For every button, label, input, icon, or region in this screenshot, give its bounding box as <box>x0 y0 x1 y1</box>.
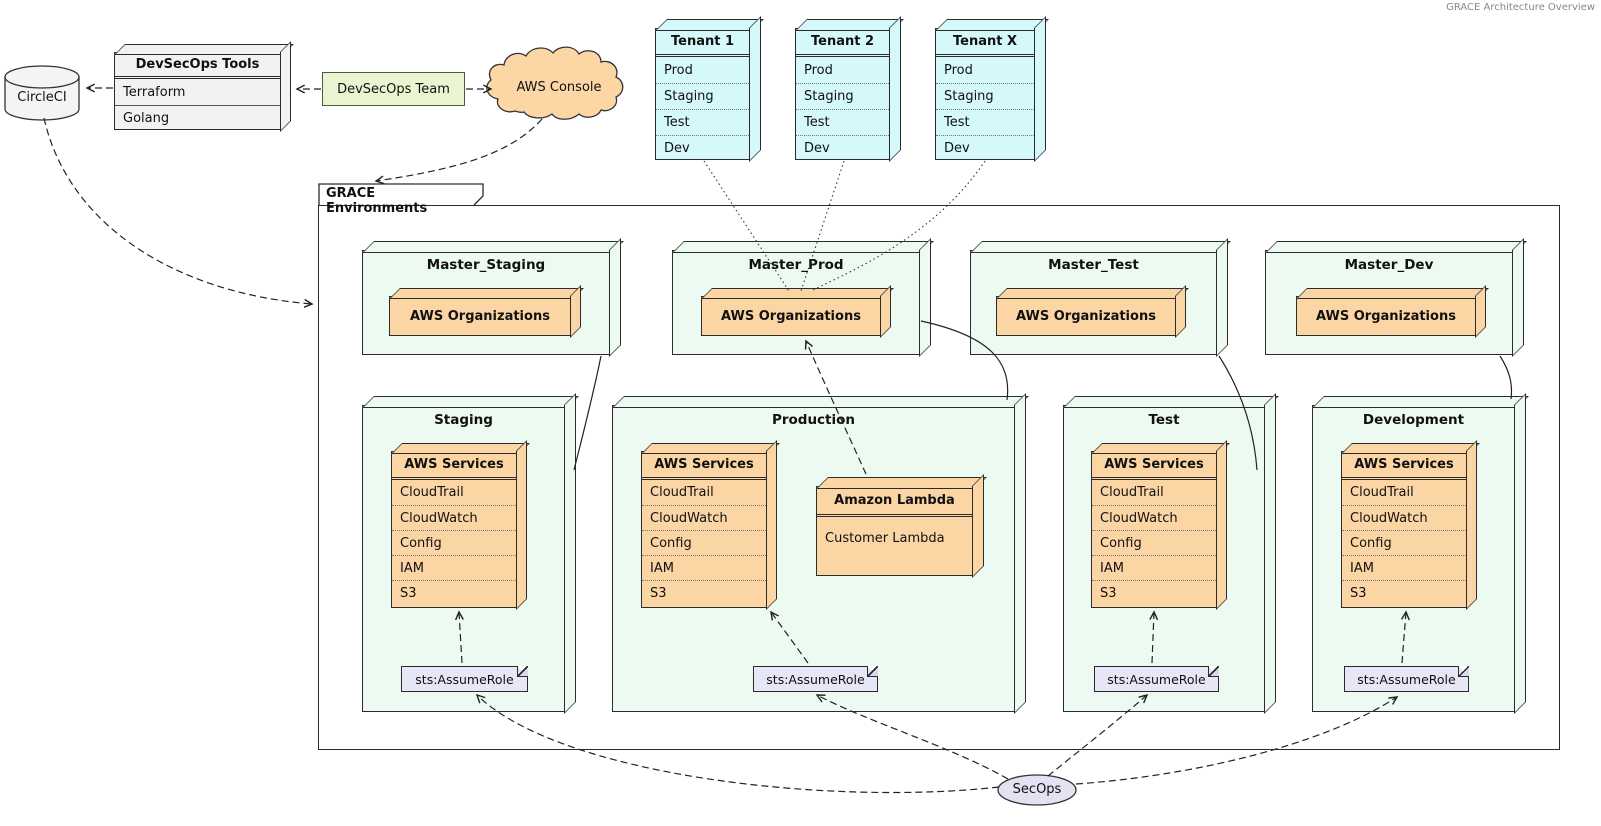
tenant-title: Tenant X <box>936 29 1034 57</box>
env-staging-node: Staging AWS Services CloudTrail CloudWat… <box>362 405 565 712</box>
env-title: Development <box>1362 412 1465 428</box>
aws-service-row: IAM <box>1342 555 1466 580</box>
aws-service-row: S3 <box>1342 580 1466 605</box>
aws-service-row: IAM <box>392 555 516 580</box>
assume-role-note: sts:AssumeRole <box>753 666 878 692</box>
master-title: Master_Dev <box>1344 257 1434 273</box>
aws-service-row: S3 <box>642 580 766 605</box>
assume-role-label: sts:AssumeRole <box>766 671 865 687</box>
tenant-title: Tenant 1 <box>656 29 749 57</box>
aws-service-row: CloudTrail <box>1100 485 1164 500</box>
devsecops-tools-row: Terraform <box>123 84 186 100</box>
env-title: Test <box>1148 412 1180 428</box>
env-title: Production <box>771 412 856 428</box>
master-test-node: Master_Test AWS Organizations <box>970 250 1217 355</box>
master-prod-node: Master_Prod AWS Organizations <box>672 250 920 355</box>
tenant-row: Test <box>936 109 1034 135</box>
aws-services-node: AWS Services CloudTrail CloudWatch Confi… <box>1341 451 1467 608</box>
aws-service-row: CloudTrail <box>1350 485 1414 500</box>
aws-services-title: AWS Services <box>642 452 766 480</box>
aws-service-row: Config <box>1092 530 1216 555</box>
aws-service-row: Config <box>642 530 766 555</box>
tenant-row: Test <box>656 109 749 135</box>
aws-organizations-node: AWS Organizations <box>389 296 571 336</box>
amazon-lambda-node: Amazon Lambda Customer Lambda <box>816 486 973 576</box>
aws-services-node: AWS Services CloudTrail CloudWatch Confi… <box>641 451 767 608</box>
amazon-lambda-row: Customer Lambda <box>825 530 945 546</box>
tenant-row: Prod <box>664 62 693 78</box>
assume-role-note: sts:AssumeRole <box>401 666 528 692</box>
master-staging-node: Master_Staging AWS Organizations <box>362 250 610 355</box>
devsecops-tools-node: DevSecOps Tools Terraform Golang <box>114 52 281 130</box>
aws-service-row: CloudWatch <box>392 505 516 530</box>
tenant-row: Dev <box>656 135 749 161</box>
aws-organizations-label: AWS Organizations <box>410 308 550 324</box>
aws-services-title: AWS Services <box>392 452 516 480</box>
secops-label: SecOps <box>1012 782 1062 797</box>
aws-organizations-node: AWS Organizations <box>701 296 881 336</box>
master-dev-node: Master_Dev AWS Organizations <box>1265 250 1513 355</box>
arrow-console-to-frame <box>374 118 543 185</box>
aws-services-node: AWS Services CloudTrail CloudWatch Confi… <box>1091 451 1217 608</box>
page-title: GRACE Architecture Overview <box>1446 2 1595 13</box>
assume-role-note: sts:AssumeRole <box>1344 666 1469 692</box>
aws-organizations-label: AWS Organizations <box>721 308 861 324</box>
tenant-row: Staging <box>656 83 749 109</box>
circleci-label: CircleCI <box>17 90 67 105</box>
tenant-x-node: Tenant X Prod Staging Test Dev <box>935 28 1035 160</box>
aws-service-row: CloudTrail <box>650 485 714 500</box>
aws-organizations-label: AWS Organizations <box>1316 308 1456 324</box>
aws-service-row: IAM <box>1092 555 1216 580</box>
aws-service-row: S3 <box>1092 580 1216 605</box>
grace-environments-frame-title: GRACE Environments <box>326 186 428 216</box>
tenant-title: Tenant 2 <box>796 29 889 57</box>
devsecops-tools-row: Golang <box>115 105 280 131</box>
assume-role-label: sts:AssumeRole <box>1107 671 1206 687</box>
env-title: Staging <box>434 412 493 428</box>
aws-service-row: CloudTrail <box>400 485 464 500</box>
tenant-2-node: Tenant 2 Prod Staging Test Dev <box>795 28 890 160</box>
aws-console-label: AWS Console <box>516 80 602 95</box>
aws-organizations-label: AWS Organizations <box>1016 308 1156 324</box>
tenant-1-node: Tenant 1 Prod Staging Test Dev <box>655 28 750 160</box>
aws-services-title: AWS Services <box>1092 452 1216 480</box>
master-title: Master_Test <box>1048 257 1139 273</box>
tenant-row: Staging <box>796 83 889 109</box>
tenant-row: Dev <box>796 135 889 161</box>
tenant-row: Dev <box>936 135 1034 161</box>
arrow-circleci-to-frame <box>43 117 314 308</box>
master-title: Master_Prod <box>748 257 844 273</box>
devsecops-team-label: DevSecOps Team <box>337 81 450 97</box>
env-development-node: Development AWS Services CloudTrail Clou… <box>1312 405 1515 712</box>
assume-role-label: sts:AssumeRole <box>1357 671 1456 687</box>
aws-service-row: CloudWatch <box>1092 505 1216 530</box>
aws-organizations-node: AWS Organizations <box>1296 296 1476 336</box>
tenant-row: Test <box>796 109 889 135</box>
aws-service-row: Config <box>1342 530 1466 555</box>
aws-services-title: AWS Services <box>1342 452 1466 480</box>
tenant-row: Prod <box>804 62 833 78</box>
aws-services-node: AWS Services CloudTrail CloudWatch Confi… <box>391 451 517 608</box>
aws-service-row: CloudWatch <box>642 505 766 530</box>
aws-organizations-node: AWS Organizations <box>996 296 1176 336</box>
devsecops-team-node: DevSecOps Team <box>322 72 465 106</box>
aws-service-row: CloudWatch <box>1342 505 1466 530</box>
env-production-node: Production AWS Services CloudTrail Cloud… <box>612 405 1015 712</box>
aws-service-row: S3 <box>392 580 516 605</box>
tenant-row: Staging <box>936 83 1034 109</box>
amazon-lambda-title: Amazon Lambda <box>817 487 972 517</box>
tenant-row: Prod <box>944 62 973 78</box>
assume-role-note: sts:AssumeRole <box>1094 666 1219 692</box>
devsecops-tools-title: DevSecOps Tools <box>115 53 280 79</box>
master-title: Master_Staging <box>426 257 546 273</box>
aws-service-row: IAM <box>642 555 766 580</box>
aws-service-row: Config <box>392 530 516 555</box>
assume-role-label: sts:AssumeRole <box>415 671 514 687</box>
env-test-node: Test AWS Services CloudTrail CloudWatch … <box>1063 405 1265 712</box>
